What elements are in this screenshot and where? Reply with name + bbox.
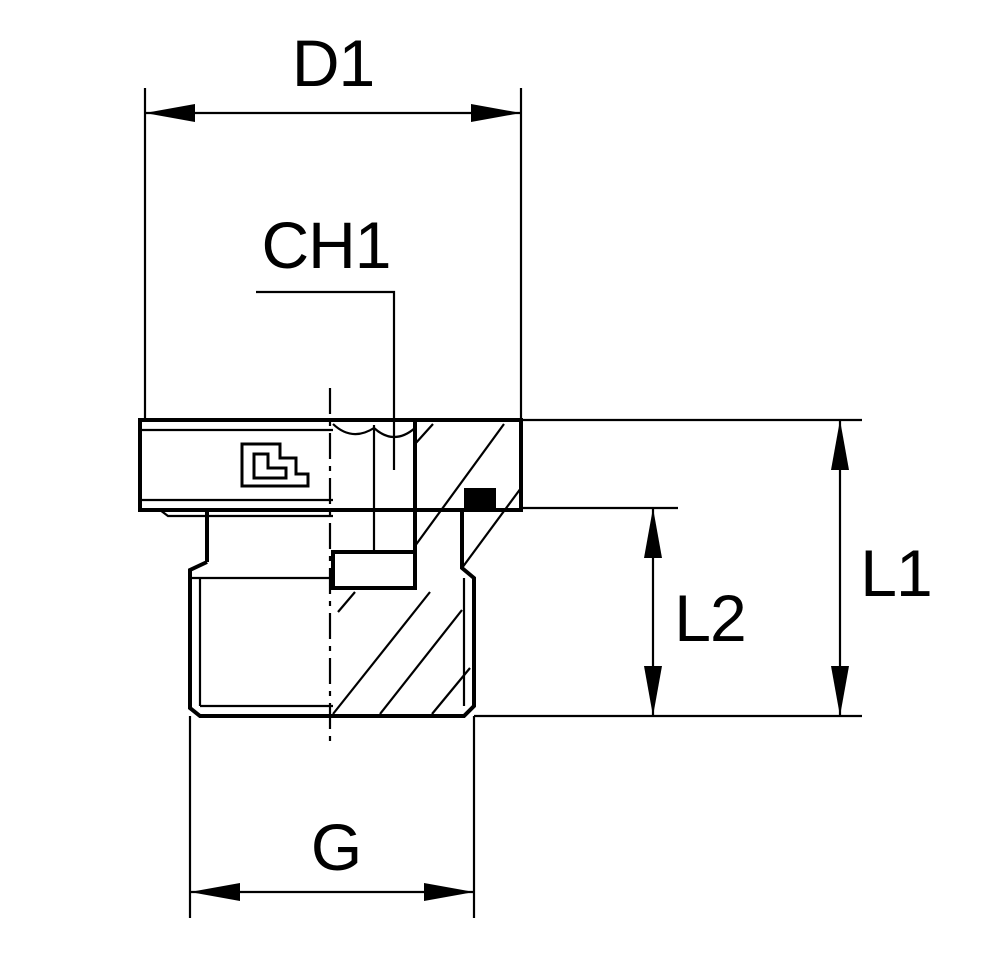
- sealing-ring: [464, 488, 496, 510]
- hatch-line: [431, 667, 471, 715]
- hatch-line: [337, 591, 356, 613]
- d1-arrow-right: [471, 104, 521, 122]
- dimension-l1: L1: [474, 418, 933, 718]
- dimension-g: G: [188, 716, 476, 918]
- hex-head: [138, 418, 523, 512]
- l1-label: L1: [860, 536, 931, 610]
- dimension-ch1: CH1: [256, 208, 396, 470]
- g-label: G: [311, 810, 361, 884]
- l2-label: L2: [674, 581, 745, 655]
- hatch-line: [332, 591, 431, 715]
- d1-label: D1: [292, 26, 374, 100]
- section-outline: [333, 508, 521, 718]
- plug-fitting: [138, 388, 523, 746]
- hatch-line: [379, 609, 463, 715]
- hatch-line: [461, 487, 522, 569]
- hex-socket-bottom: [331, 550, 417, 590]
- l2-arrow-bottom: [644, 666, 662, 716]
- thread-outline-left: [188, 560, 333, 718]
- l1-arrow-bottom: [831, 666, 849, 716]
- l2-arrow-top: [644, 508, 662, 558]
- manufacturer-logo: [240, 442, 310, 488]
- ch1-label: CH1: [261, 208, 390, 282]
- hatch-line: [414, 423, 505, 547]
- hex-socket-edge-curve: [332, 423, 416, 439]
- dimension-l2: L2: [521, 506, 747, 716]
- hatch-line: [414, 423, 434, 445]
- d1-arrow-left: [145, 104, 195, 122]
- head-chamfer: [159, 509, 333, 518]
- dimension-d1: D1: [143, 26, 523, 420]
- l1-arrow-top: [831, 420, 849, 470]
- ch1-leader-line: [256, 290, 396, 470]
- g-arrow-left: [190, 883, 240, 901]
- g-arrow-right: [424, 883, 474, 901]
